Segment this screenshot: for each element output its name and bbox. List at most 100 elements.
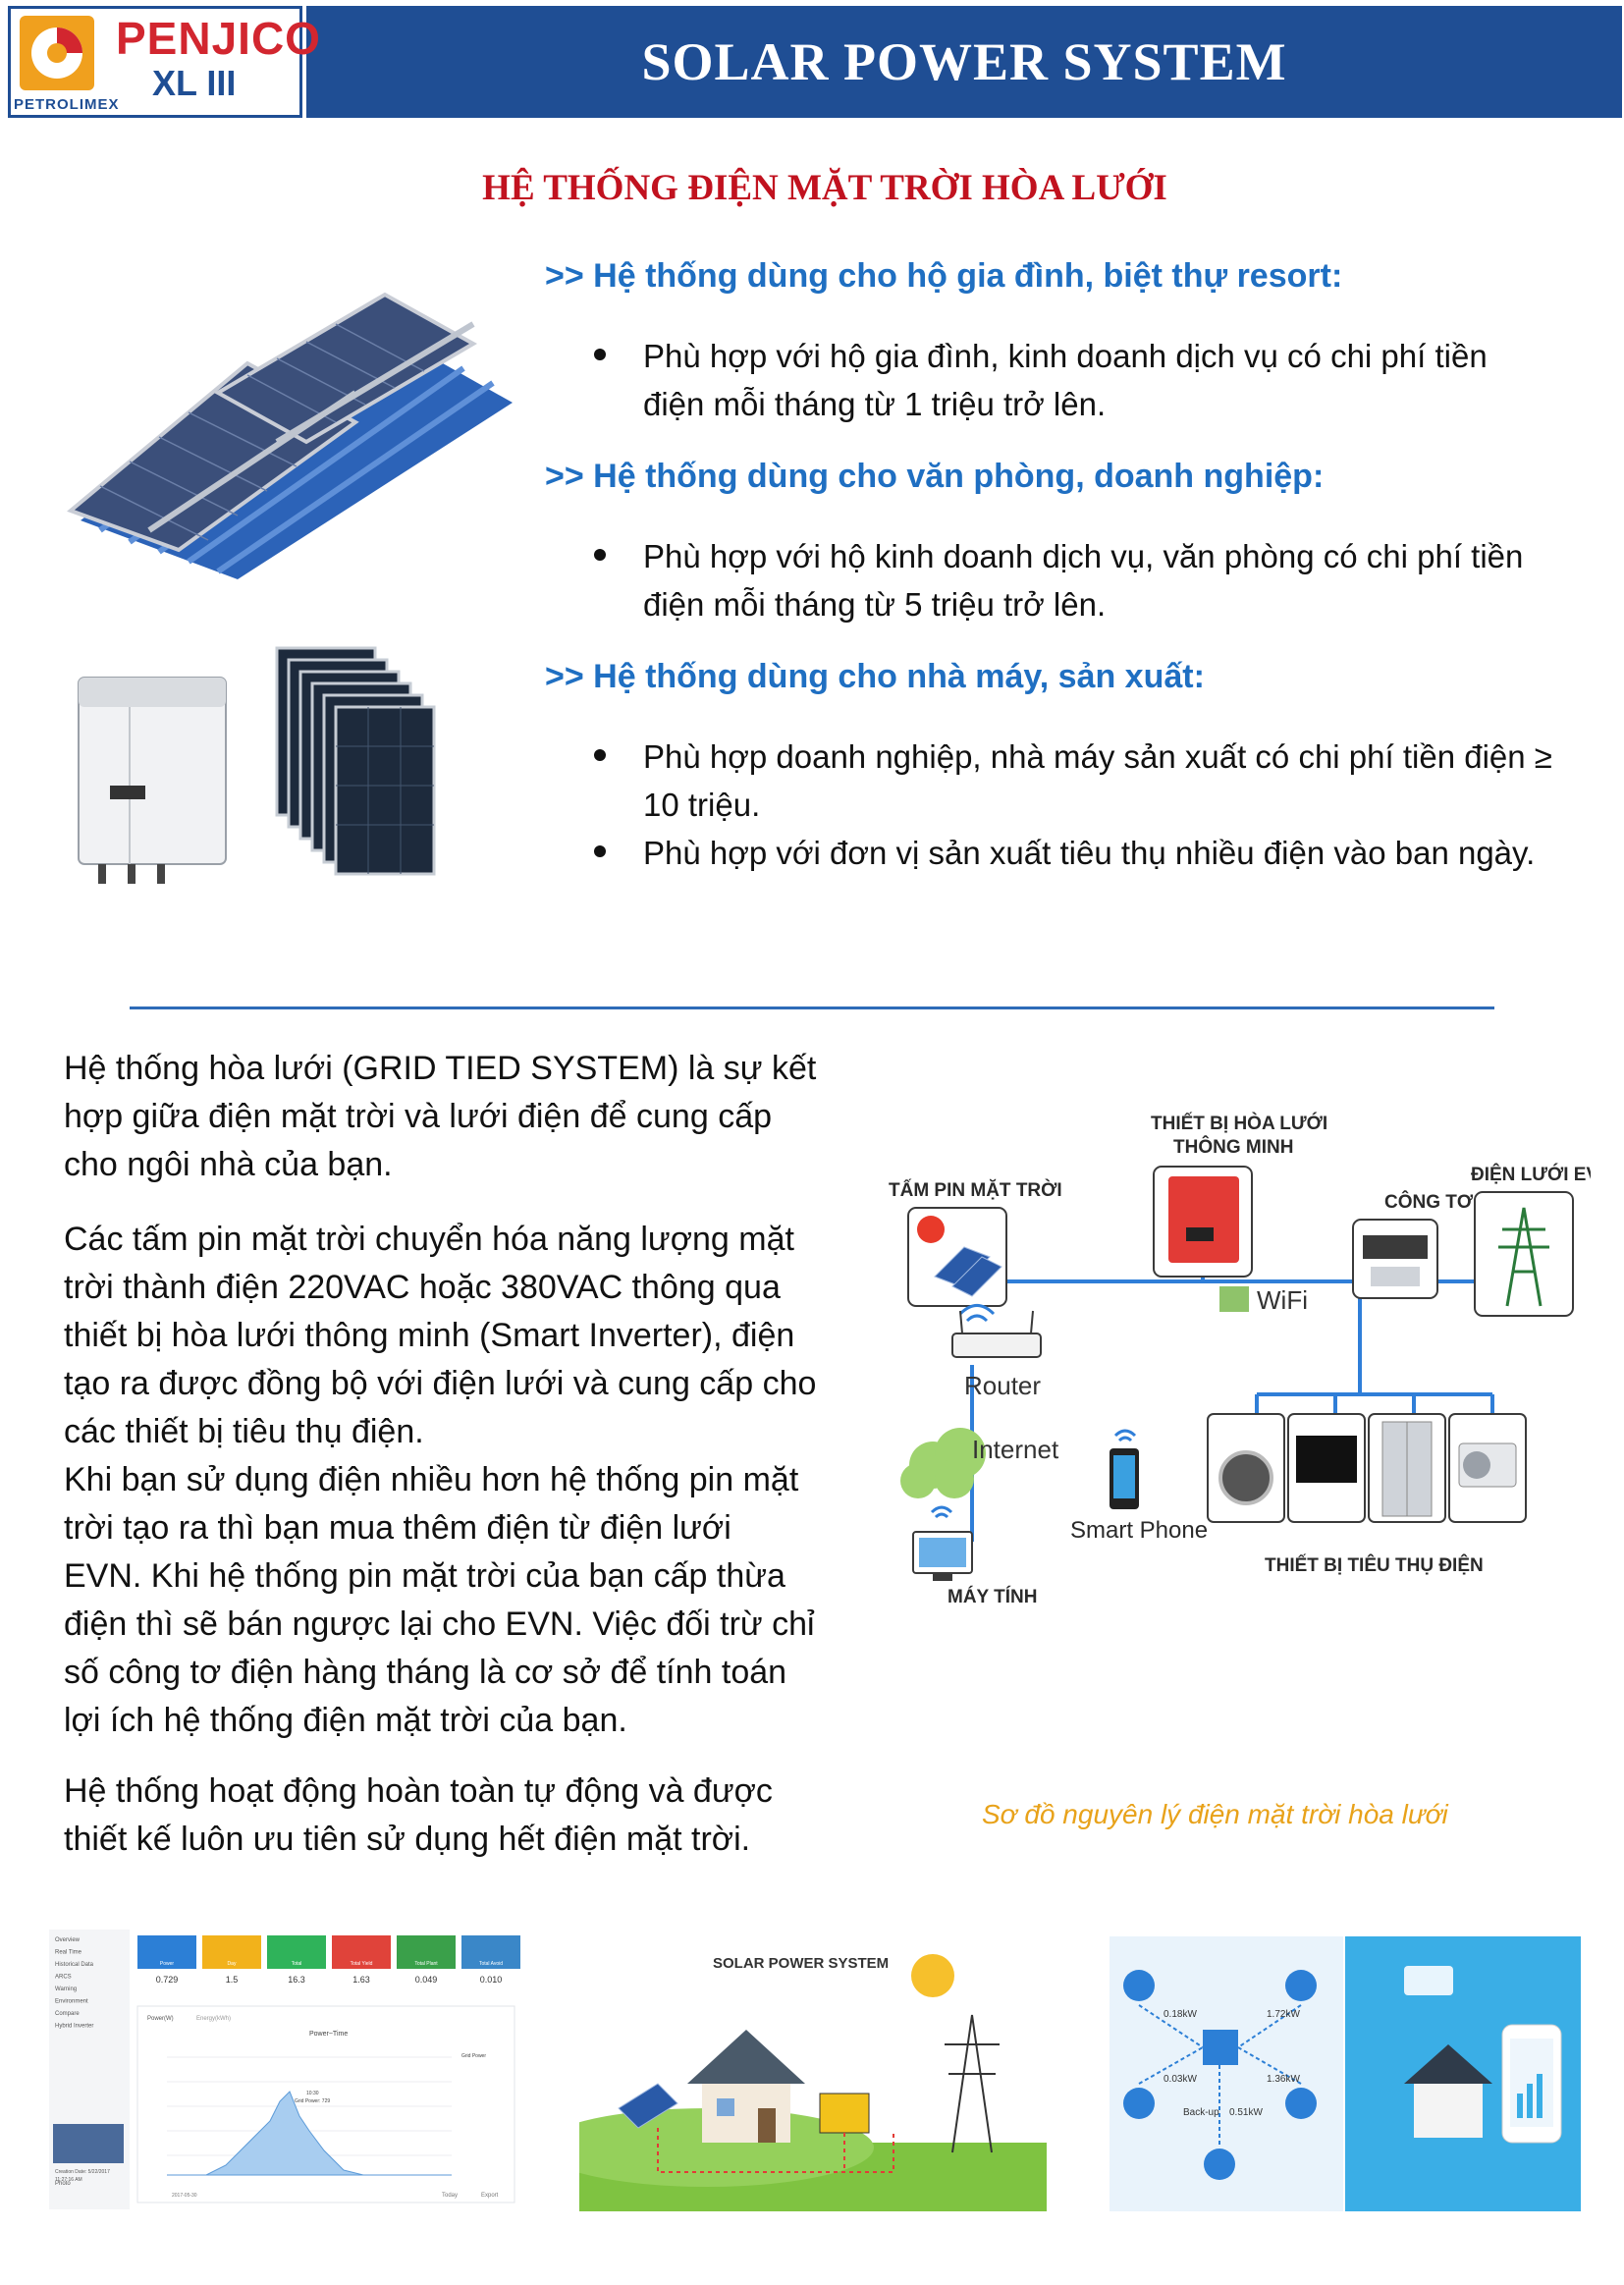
dashboard-menu-item[interactable]: ARCS <box>55 1975 72 1981</box>
bullet-line: Phù hợp với đơn vị sản xuất tiêu thụ nhi… <box>643 835 1536 871</box>
grid-tied-diagram: TẤM PIN MẶT TRỜI THIẾT BỊ HÒA LƯỚI THÔNG… <box>889 1113 1591 1607</box>
dashboard-tile <box>137 1935 196 1969</box>
energy-flow-app-image: 0.18kW 1.72kW 0.03kW 1.36kW Back-up 0.51… <box>1110 1936 1581 2211</box>
diagram-caption: Sơ đồ nguyên lý điện mặt trời hòa lưới <box>982 1799 1448 1829</box>
chart-tooltip: 10:30 <box>306 2091 319 2096</box>
router-icon <box>951 1333 1042 1358</box>
bullet-line: điện mỗi tháng từ 5 triệu trở lên. <box>643 586 1107 623</box>
flow-backup-label: Back-up <box>1183 2107 1219 2118</box>
bullet-line: 10 triệu. <box>643 787 761 823</box>
logo-name: PENJICO <box>116 13 321 64</box>
diagram-label-inverter-2: THÔNG MINH <box>1173 1136 1293 1158</box>
dashboard-menu-item[interactable]: Photo <box>55 2181 71 2187</box>
dashboard-tile-label: Total Plant <box>414 1961 438 1967</box>
dashboard-tile-label: Power <box>160 1961 175 1967</box>
flow-value: 0.03kW <box>1164 2074 1197 2085</box>
page-title: SOLAR POWER SYSTEM <box>641 32 1287 91</box>
bullet-line: điện mỗi tháng từ 1 triệu trở lên. <box>643 386 1107 422</box>
paragraph-automatic: Hệ thống hoạt động hoàn toàn tự động và … <box>64 1772 773 1858</box>
illustration-title: SOLAR POWER SYSTEM <box>713 1955 889 1972</box>
dashboard-button: Today <box>442 2193 458 2199</box>
sun-icon <box>911 1954 954 1997</box>
dashboard-menu-item[interactable]: Real Time <box>55 1950 82 1956</box>
flow-value: 1.72kW <box>1267 2009 1300 2020</box>
diagram-label-inverter-1: THIẾT BỊ HÒA LƯỚI <box>1151 1113 1327 1134</box>
dashboard-tile-label: Total Avoid <box>479 1961 503 1967</box>
diagram-label-router: Router <box>964 1371 1041 1400</box>
diagram-label-grid: ĐIỆN LƯỚI EVN <box>1471 1164 1591 1185</box>
bullet-line: Phù hợp doanh nghiệp, nhà máy sản xuất c… <box>643 738 1552 775</box>
logo-subtitle: XL III <box>152 63 237 103</box>
list-item: Phù hợp với hộ gia đình, kinh doanh dịch… <box>594 332 1596 430</box>
diagram-label-computer: MÁY TÍNH <box>947 1586 1037 1607</box>
dashboard-tile <box>202 1935 261 1969</box>
bullet-icon <box>594 845 606 857</box>
bullet-icon <box>594 349 606 360</box>
diagram-label-internet: Internet <box>972 1435 1059 1464</box>
header-banner <box>306 6 1622 118</box>
dashboard-menu-item[interactable]: Hybrid Inverter <box>55 2024 93 2030</box>
dashboard-tile-value: 0.049 <box>415 1975 438 1985</box>
dashboard-menu-item[interactable]: Overview <box>55 1937 81 1943</box>
inverter-panels-image <box>78 646 436 884</box>
dashboard-tab: Energy(kWh) <box>196 2016 231 2022</box>
logo-brand: PETROLIMEX <box>14 96 120 113</box>
logo-mark-icon <box>20 16 94 90</box>
dashboard-tile-value: 1.63 <box>352 1975 370 1985</box>
diagram-label-phone: Smart Phone <box>1070 1517 1208 1544</box>
diagram-label-loads: THIẾT BỊ TIÊU THỤ ĐIỆN <box>1265 1554 1484 1576</box>
internet-cloud-icon <box>900 1428 986 1498</box>
dashboard-tile <box>332 1935 391 1969</box>
dashboard-tab: Power(W) <box>147 2016 174 2022</box>
wifi-signal-icon <box>1113 1429 1137 1442</box>
bullet-line: Phù hợp với hộ kinh doanh dịch vụ, văn p… <box>643 538 1524 574</box>
use-case-heading-household: >> Hệ thống dùng cho hộ gia đình, biệt t… <box>545 257 1343 295</box>
dashboard-tile-value: 16.3 <box>288 1975 305 1985</box>
flow-value: 1.36kW <box>1267 2074 1300 2085</box>
dashboard-tile-label: Total <box>292 1961 302 1967</box>
use-case-heading-factory: >> Hệ thống dùng cho nhà máy, sản xuất: <box>545 658 1205 695</box>
power-grid-icon <box>1474 1191 1574 1317</box>
dashboard-button: Export <box>481 2193 499 2199</box>
solar-system-illustration: SOLAR POWER SYSTEM <box>579 1936 1047 2211</box>
paragraph-conversion: Các tấm pin mặt trời chuyển hóa năng lượ… <box>64 1221 817 1739</box>
photo-caption: Creation Date: 5/22/2017 <box>55 2169 110 2175</box>
use-case-heading-office: >> Hệ thống dùng cho văn phòng, doanh ng… <box>545 458 1325 495</box>
dashboard-tile-label: Total Yield <box>351 1961 373 1967</box>
dashboard-tile <box>267 1935 326 1969</box>
dashboard-tile-value: 0.729 <box>156 1975 179 1985</box>
flow-value: 0.18kW <box>1164 2009 1197 2020</box>
paragraph-grid-tied: Hệ thống hòa lưới (GRID TIED SYSTEM) là … <box>64 1050 817 1183</box>
dashboard-date: 2017-05-30 <box>172 2193 197 2199</box>
bullet-line: Phù hợp với hộ gia đình, kinh doanh dịch… <box>643 338 1488 374</box>
dashboard-tile-label: Day <box>228 1961 237 1967</box>
dashboard-tile <box>397 1935 456 1969</box>
section-title: HỆ THỐNG ĐIỆN MẶT TRỜI HÒA LƯỚI <box>482 168 1167 208</box>
bullet-icon <box>594 749 606 761</box>
section-divider <box>130 1006 1494 1009</box>
dashboard-legend: Grid Power <box>461 2053 486 2059</box>
chart-tooltip: Grid Power: 729 <box>295 2098 330 2104</box>
dashboard-tile-value: 0.010 <box>480 1975 503 1985</box>
dashboard-chart-title: Power~Time <box>309 2031 348 2038</box>
dashboard-tile <box>461 1935 520 1969</box>
wifi-signal-icon <box>958 1304 996 1323</box>
diagram-label-wifi: WiFi <box>1257 1285 1308 1315</box>
roof-solar-image <box>67 292 513 579</box>
photo-caption: 11:27:16 AM <box>55 2177 82 2183</box>
dashboard-menu-item[interactable]: Compare <box>55 2011 80 2017</box>
list-item: Phù hợp với hộ kinh doanh dịch vụ, văn p… <box>594 532 1596 630</box>
dashboard-menu-item[interactable]: Warning <box>55 1986 77 1992</box>
dashboard-tile-value: 1.5 <box>226 1975 239 1985</box>
wifi-signal-icon <box>930 1505 953 1519</box>
list-item: Phù hợp với đơn vị sản xuất tiêu thụ nhi… <box>594 829 1615 878</box>
diagram-label-meter: CÔNG TƠ <box>1384 1191 1474 1213</box>
list-item: Phù hợp doanh nghiệp, nhà máy sản xuất c… <box>594 733 1615 831</box>
dashboard-menu-item[interactable]: Environment <box>55 1999 88 2005</box>
diagram-label-panels: TẤM PIN MẶT TRỜI <box>889 1179 1062 1201</box>
flow-backup-value: 0.51kW <box>1229 2107 1263 2118</box>
dashboard-menu-item[interactable]: Historical Data <box>55 1962 94 1968</box>
bullet-icon <box>594 549 606 561</box>
appliances-group <box>1207 1413 1527 1523</box>
